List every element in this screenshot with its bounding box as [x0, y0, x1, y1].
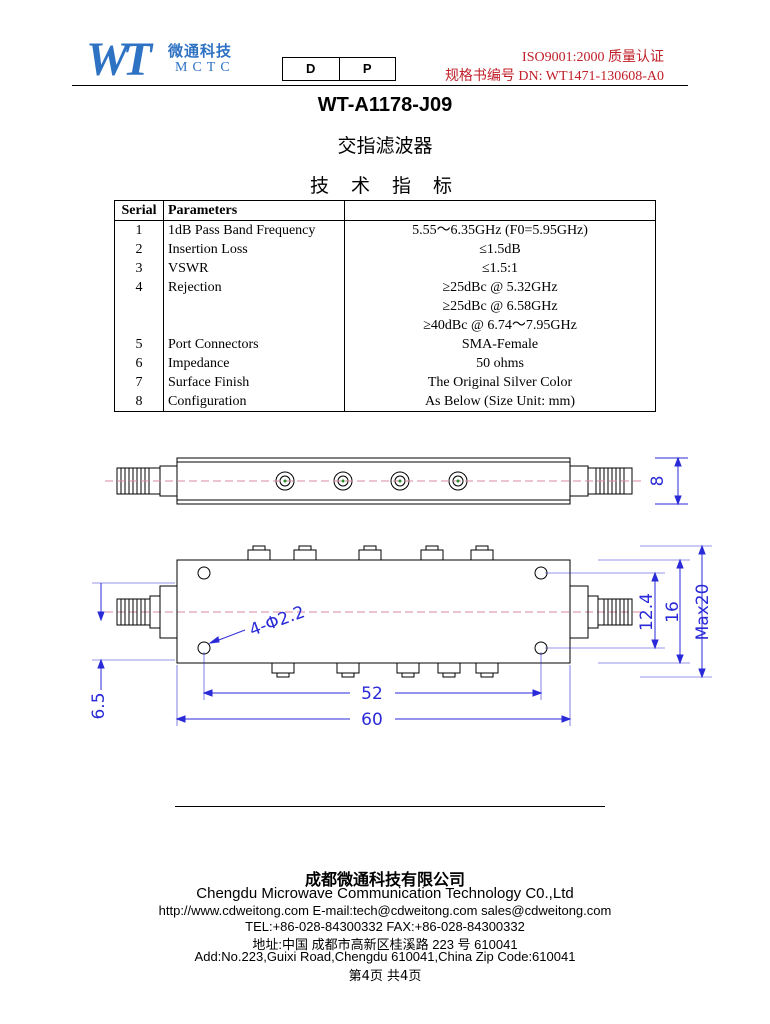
row-value: As Below (Size Unit: mm) — [344, 392, 656, 412]
row-serial: 2 — [114, 240, 164, 259]
table-row: 8 Configuration As Below (Size Unit: mm) — [114, 392, 656, 412]
header-parameters: Parameters — [163, 200, 345, 221]
dim-max-height: Max20 — [693, 584, 713, 641]
web-email-line: http://www.cdweitong.com E-mail:tech@cdw… — [158, 903, 612, 918]
table-row: 5 Port Connectors SMA-Female — [114, 335, 656, 354]
header-serial: Serial — [114, 200, 164, 221]
dim-hole-distance: 52 — [361, 684, 383, 704]
header-value — [344, 200, 656, 221]
row-value: ≥25dBc @ 5.32GHz ≥25dBc @ 6.58GHz ≥40dBc… — [344, 278, 656, 335]
table-row: 3 VSWR ≤1.5:1 — [114, 259, 656, 278]
tel-fax-line: TEL:+86-028-84300332 FAX:+86-028-8430033… — [245, 919, 525, 934]
product-type: 交指滤波器 — [337, 135, 433, 157]
row-serial: 5 — [114, 335, 164, 354]
right-connector-front — [569, 585, 633, 639]
left-connector-front — [116, 585, 178, 639]
page-title: WT-A1178-J09 — [317, 94, 453, 116]
table-row: 7 Surface Finish The Original Silver Col… — [114, 373, 656, 392]
row-value: SMA-Female — [344, 335, 656, 354]
table-header-row: Serial Parameters — [114, 200, 656, 221]
row-param: Port Connectors — [163, 335, 345, 354]
dim-connector-offset: 6.5 — [89, 692, 109, 719]
row-value: ≤1.5dB — [344, 240, 656, 259]
mounting-holes — [197, 566, 548, 655]
dim-length: 60 — [361, 710, 383, 730]
row-param: 1dB Pass Band Frequency — [163, 220, 345, 240]
row-param: Surface Finish — [163, 373, 345, 392]
dim-body-height: 16 — [663, 601, 683, 623]
logo-english-name: MCTC — [175, 60, 235, 75]
rejection-line-1: ≥25dBc @ 5.32GHz — [442, 280, 558, 295]
row-value: 50 ohms — [344, 354, 656, 373]
row-serial: 1 — [114, 220, 164, 240]
row-param: VSWR — [163, 259, 345, 278]
row-param: Configuration — [163, 392, 345, 412]
section-title: 技 术 指 标 — [309, 175, 461, 197]
row-value: 5.55～6.35GHz (F0=5.95GHz) — [344, 220, 656, 240]
dim-hole-spacing: 12.4 — [637, 593, 657, 631]
rejection-line-2: ≥25dBc @ 6.58GHz — [442, 299, 558, 314]
company-name-en: Chengdu Microwave Communication Technolo… — [196, 885, 574, 902]
company-name-cn: 成都微通科技有限公司 — [304, 870, 465, 889]
row-param: Insertion Loss — [163, 240, 345, 259]
row-serial: 6 — [114, 354, 164, 373]
box-right-p: P — [362, 61, 372, 76]
row-serial: 7 — [114, 373, 164, 392]
document-number: 规格书编号 DN: WT1471-130608-A0 — [444, 69, 664, 84]
row-param: Rejection — [163, 278, 345, 335]
address-cn: 地址:中国 成都市高新区桂溪路 223 号 610041 — [252, 937, 518, 952]
table-row: 2 Insertion Loss ≤1.5dB — [114, 240, 656, 259]
table-row: 1 1dB Pass Band Frequency 5.55～6.35GHz (… — [114, 220, 656, 240]
box-left-d: D — [283, 58, 340, 80]
page-number: 第4页 共4页 — [348, 969, 422, 984]
iso-certification: ISO9001:2000 质量认证 — [522, 50, 664, 65]
row-serial: 3 — [114, 259, 164, 278]
footer-rule — [175, 806, 605, 807]
screws-bottom-row — [271, 662, 499, 678]
dp-box: D P — [282, 57, 396, 81]
table-row: 4 Rejection ≥25dBc @ 5.32GHz ≥25dBc @ 6.… — [114, 278, 656, 335]
address-en: Add:No.223,Guixi Road,Chengdu 610041,Chi… — [194, 949, 576, 964]
row-value: ≤1.5:1 — [344, 259, 656, 278]
header-rule — [72, 85, 688, 86]
dim-holes: 4-Φ2.2 — [247, 602, 308, 640]
dim-height: 8 — [648, 476, 668, 487]
mechanical-drawing: 8 12.4 16 Max20 52 60 6.5 4-Φ2.2 — [89, 456, 713, 730]
row-param: Impedance — [163, 354, 345, 373]
table-row: 6 Impedance 50 ohms — [114, 354, 656, 373]
logo-mark: WT — [86, 33, 152, 86]
row-value: The Original Silver Color — [344, 373, 656, 392]
rejection-line-3: ≥40dBc @ 6.74～7.95GHz — [423, 318, 577, 333]
logo-chinese-name: 微通科技 — [168, 42, 233, 60]
row-serial: 8 — [114, 392, 164, 412]
row-serial: 4 — [114, 278, 164, 335]
screws-top-row — [247, 545, 494, 561]
spec-table: Serial Parameters 1 1dB Pass Band Freque… — [114, 200, 656, 412]
